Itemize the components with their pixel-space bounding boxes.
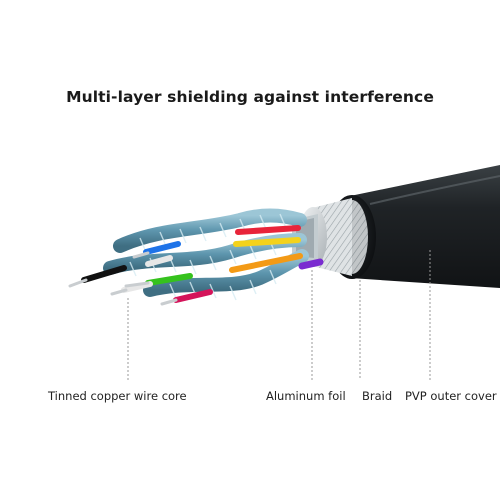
- headline: Multi-layer shielding against interferen…: [66, 88, 434, 106]
- tinned-copper-tips-shape: [68, 251, 178, 306]
- colored-conductors-shape: [81, 225, 324, 303]
- label-pvp-outer-cover: PVP outer cover: [405, 389, 497, 403]
- label-aluminum-foil: Aluminum foil: [266, 389, 346, 403]
- label-tinned-copper-wire-core: Tinned copper wire core: [48, 389, 187, 403]
- label-braid: Braid: [362, 389, 393, 403]
- callout-leader-lines: [127, 250, 431, 380]
